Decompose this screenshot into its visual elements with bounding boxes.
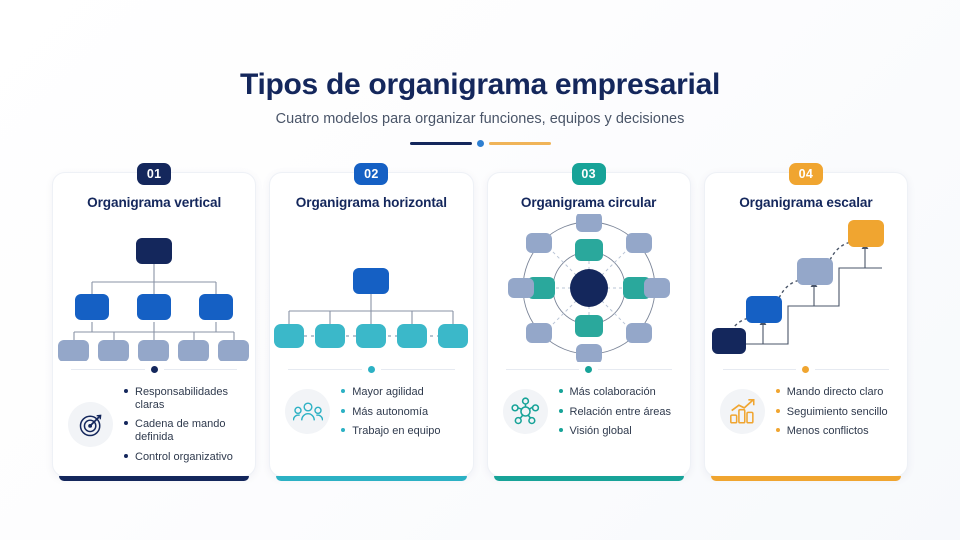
network-icon xyxy=(502,389,548,435)
card-benefits: Más colaboración Relación entre áreas Vi… xyxy=(488,373,690,438)
list-item: Seguimiento sencillo xyxy=(775,406,888,419)
card-title: Organigrama escalar xyxy=(739,195,873,210)
list-item: Más autonomía xyxy=(341,406,440,419)
card-organigrama-vertical[interactable]: 01 Organigrama vertical xyxy=(52,163,257,481)
header: Tipos de organigrama empresarial Cuatro … xyxy=(0,0,960,147)
diagram-circular-chart xyxy=(488,212,690,364)
card-organigrama-horizontal[interactable]: 02 Organigrama horizontal xyxy=(269,163,474,481)
list-item: Relación entre áreas xyxy=(558,406,671,419)
benefits-list: Responsabilidades claras Cadena de mando… xyxy=(124,386,241,463)
card-badge-number: 02 xyxy=(354,163,389,185)
header-divider xyxy=(0,140,960,147)
list-item: Más colaboración xyxy=(558,386,672,399)
card-separator xyxy=(488,366,690,373)
diagram-vertical-tree xyxy=(53,212,255,364)
page-title: Tipos de organigrama empresarial xyxy=(239,68,721,101)
card-organigrama-escalar[interactable]: 04 Organigrama escalar xyxy=(703,163,908,481)
card-title: Organigrama vertical xyxy=(87,195,222,210)
card-separator xyxy=(53,366,255,373)
divider-dot xyxy=(476,140,484,147)
diagram-horizontal-chart xyxy=(270,212,472,364)
separator-dot xyxy=(150,366,158,373)
card-badge-number: 04 xyxy=(788,163,823,185)
separator-dot xyxy=(367,366,375,373)
benefits-list: Mando directo claro Seguimiento sencillo… xyxy=(775,386,888,438)
separator-dot xyxy=(802,366,810,373)
list-item: Mando directo claro xyxy=(775,386,888,399)
card-title: Organigrama horizontal xyxy=(295,195,447,210)
list-item: Responsabilidades claras xyxy=(124,386,241,411)
separator-dot xyxy=(585,366,593,373)
card-benefits: Mando directo claro Seguimiento sencillo… xyxy=(705,373,907,438)
list-item: Visión global xyxy=(558,425,672,438)
growth-chart-icon xyxy=(719,389,765,435)
card-benefits: Mayor agilidad Más autonomía Trabajo en … xyxy=(270,373,472,438)
card-benefits: Responsabilidades claras Cadena de mando… xyxy=(53,373,255,463)
list-item: Control organizativo xyxy=(124,451,241,464)
list-item: Trabajo en equipo xyxy=(341,425,441,438)
benefits-list: Mayor agilidad Más autonomía Trabajo en … xyxy=(341,386,441,438)
card-separator xyxy=(705,366,907,373)
card-title: Organigrama circular xyxy=(520,195,657,210)
list-item: Menos conflictos xyxy=(775,425,888,438)
list-item: Mayor agilidad xyxy=(341,386,440,399)
team-icon xyxy=(285,389,331,435)
benefits-list: Más colaboración Relación entre áreas Vi… xyxy=(558,386,672,438)
card-separator xyxy=(270,366,472,373)
list-item: Cadena de mando definida xyxy=(124,418,241,443)
card-organigrama-circular[interactable]: 03 Organigrama circular xyxy=(486,163,691,481)
target-icon xyxy=(68,402,113,448)
page-subtitle: Cuatro modelos para organizar funciones,… xyxy=(275,111,685,127)
card-badge-number: 03 xyxy=(571,163,606,185)
divider-line-left xyxy=(409,142,472,145)
cards-row: 01 Organigrama vertical xyxy=(52,163,908,481)
divider-line-right xyxy=(488,142,551,145)
diagram-stairs-chart xyxy=(705,212,907,364)
card-badge-number: 01 xyxy=(137,163,172,185)
